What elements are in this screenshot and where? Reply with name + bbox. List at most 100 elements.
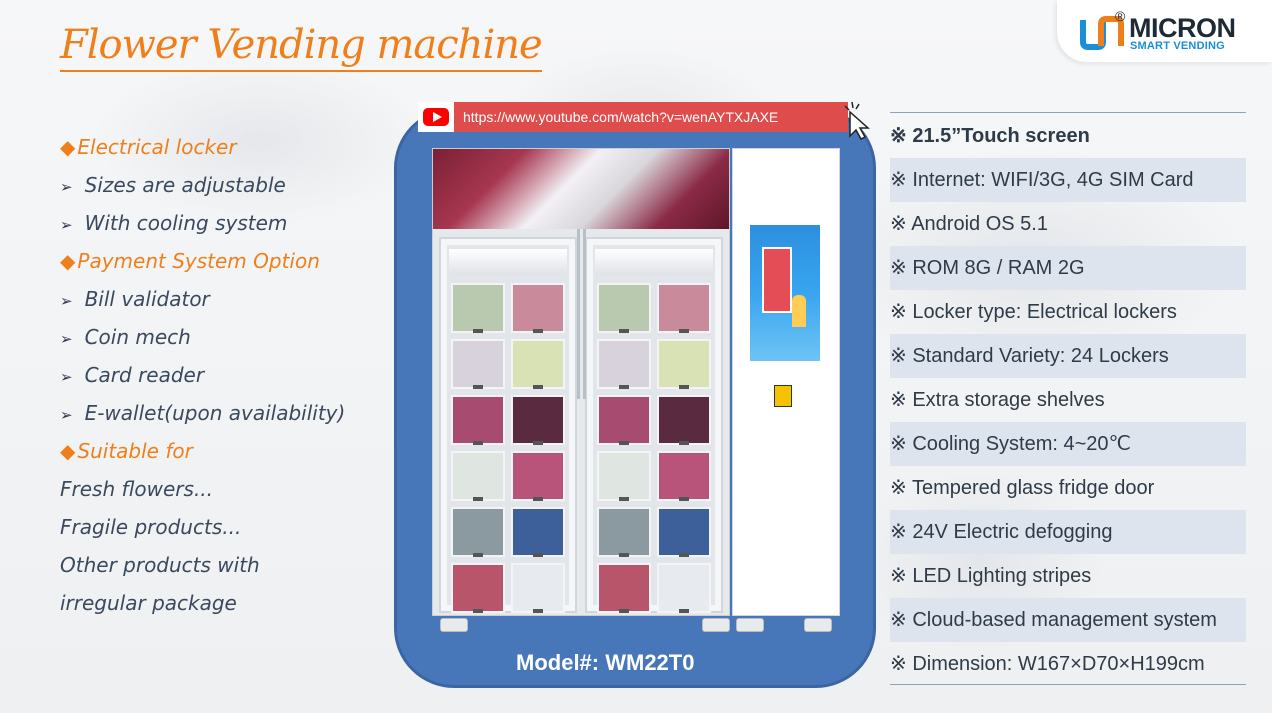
spec-item: ※ Cloud-based management system xyxy=(890,598,1246,642)
youtube-icon-box xyxy=(418,102,454,132)
locker xyxy=(451,283,505,333)
door-handle xyxy=(577,229,580,399)
locker xyxy=(657,451,711,501)
spec-item: ※ Cooling System: 4~20℃ xyxy=(890,422,1246,466)
section-heading-suitable: ◆Suitable for xyxy=(60,432,380,470)
locker xyxy=(657,283,711,333)
list-item-text: E-wallet(upon availability) xyxy=(84,401,346,425)
section-heading-locker: ◆Electrical locker xyxy=(60,128,380,166)
list-item: ➢ Bill validator xyxy=(60,280,380,318)
arrow-bullet-icon: ➢ xyxy=(60,406,73,424)
locker xyxy=(657,339,711,389)
locker xyxy=(511,283,565,333)
locker xyxy=(451,563,505,613)
arrow-bullet-icon: ➢ xyxy=(60,330,73,348)
right-door xyxy=(585,237,723,613)
suitable-line: Fresh flowers... xyxy=(60,477,214,501)
feature-list: ◆Electrical locker ➢Sizes are adjustable… xyxy=(60,128,380,622)
machine-foot xyxy=(440,618,468,632)
locker xyxy=(511,451,565,501)
list-item-text: Coin mech xyxy=(84,325,191,349)
spec-item: ※ Locker type: Electrical lockers xyxy=(890,301,1177,323)
card-reader xyxy=(774,385,792,407)
youtube-icon xyxy=(423,108,449,126)
section-heading-text: Electrical locker xyxy=(77,135,237,159)
section-heading-text: Payment System Option xyxy=(77,249,320,273)
section-heading-payment: ◆Payment System Option xyxy=(60,242,380,280)
machine-foot xyxy=(736,618,764,632)
list-item: ➢ With cooling system xyxy=(60,204,380,242)
list-item-text: Bill validator xyxy=(84,287,210,311)
diamond-icon: ◆ xyxy=(60,249,76,273)
locker xyxy=(597,339,651,389)
spec-top-rule xyxy=(890,112,1246,113)
spec-bottom-rule xyxy=(890,684,1246,685)
vending-machine-image xyxy=(432,148,840,636)
model-number: Model#: WM22T0 xyxy=(516,650,695,675)
control-cabinet xyxy=(732,148,840,616)
spec-item: ※ 21.5”Touch screen xyxy=(890,125,1090,147)
locker xyxy=(657,563,711,613)
registered-mark: ® xyxy=(1115,8,1126,24)
suitable-line: Fragile products... xyxy=(60,515,242,539)
locker xyxy=(451,507,505,557)
locker xyxy=(597,395,651,445)
spec-item: ※ Dimension: W167×D70×H199cm xyxy=(890,653,1205,675)
door-handle xyxy=(583,229,586,399)
section-heading-text: Suitable for xyxy=(77,439,193,463)
spec-item: ※ Internet: WIFI/3G, 4G SIM Card xyxy=(890,158,1246,202)
list-item: ➢ E-wallet(upon availability) xyxy=(60,394,380,432)
list-item: ➢ Coin mech xyxy=(60,318,380,356)
video-url[interactable]: https://www.youtube.com/watch?v=wenAYTXJ… xyxy=(463,109,779,125)
locker xyxy=(511,395,565,445)
locker xyxy=(657,507,711,557)
arrow-bullet-icon: ➢ xyxy=(60,292,73,310)
spec-item: ※ LED Lighting stripes xyxy=(890,565,1092,587)
locker xyxy=(597,451,651,501)
diamond-icon: ◆ xyxy=(60,439,76,463)
logo-name: MICRON xyxy=(1129,13,1236,43)
locker-grid xyxy=(451,283,565,613)
list-item-text: Card reader xyxy=(84,363,205,387)
locker xyxy=(451,395,505,445)
logo-tagline: SMART VENDING xyxy=(1130,40,1225,52)
machine-foot xyxy=(702,618,730,632)
brand-logo: ® MICRON SMART VENDING xyxy=(1057,0,1272,62)
left-door xyxy=(439,237,577,613)
locker xyxy=(511,507,565,557)
locker xyxy=(597,283,651,333)
video-link[interactable]: https://www.youtube.com/watch?v=wenAYTXJ… xyxy=(418,102,848,132)
spec-item: ※ Tempered glass fridge door xyxy=(890,477,1155,499)
spec-item: ※ Standard Variety: 24 Lockers xyxy=(890,334,1246,378)
arrow-bullet-icon: ➢ xyxy=(60,178,73,196)
locker-grid xyxy=(597,283,711,613)
spec-item: ※ 24V Electric defogging xyxy=(890,510,1246,554)
spec-item: ※ Extra storage shelves xyxy=(890,389,1105,411)
spec-item: ※ ROM 8G / RAM 2G xyxy=(890,246,1246,290)
fridge-cabinet xyxy=(432,148,730,616)
list-item: ➢ Card reader xyxy=(60,356,380,394)
locker xyxy=(451,339,505,389)
locker xyxy=(597,563,651,613)
micron-logo-icon xyxy=(1080,16,1124,50)
suitable-line: irregular package xyxy=(60,591,237,615)
touch-screen xyxy=(750,225,820,361)
locker xyxy=(451,451,505,501)
suitable-line: Other products with xyxy=(60,553,260,577)
page-title: Flower Vending machine xyxy=(60,22,543,72)
list-item: ➢ Sizes are adjustable xyxy=(60,166,380,204)
locker xyxy=(657,395,711,445)
spec-item: ※ Android OS 5.1 xyxy=(890,213,1048,235)
diamond-icon: ◆ xyxy=(60,135,76,159)
list-item-text: With cooling system xyxy=(84,211,288,235)
arrow-bullet-icon: ➢ xyxy=(60,368,73,386)
locker xyxy=(597,507,651,557)
list-item-text: Sizes are adjustable xyxy=(84,173,286,197)
flower-banner xyxy=(433,149,729,229)
cursor-icon xyxy=(844,101,870,140)
spec-list: ※ 21.5”Touch screen ※ Internet: WIFI/3G,… xyxy=(890,114,1246,686)
machine-foot xyxy=(804,618,832,632)
locker xyxy=(511,339,565,389)
arrow-bullet-icon: ➢ xyxy=(60,216,73,234)
locker xyxy=(511,563,565,613)
